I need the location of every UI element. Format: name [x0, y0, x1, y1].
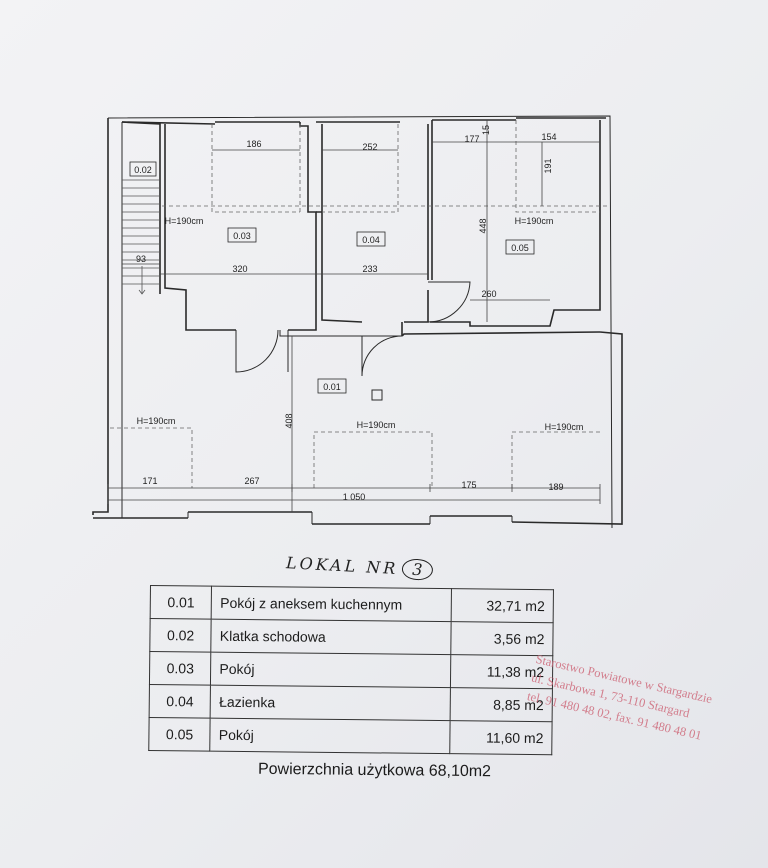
room-name: Pokój [210, 652, 451, 688]
room-name: Pokój [210, 718, 450, 754]
dim-93: 93 [136, 254, 146, 264]
dim-1050: 1 050 [343, 492, 366, 502]
dim-252: 252 [362, 142, 377, 152]
table-row: 0.03 Pokój 11,38 m2 [149, 651, 553, 689]
wall-004-left [316, 124, 363, 323]
room-number-003: 0.03 [233, 231, 251, 241]
room-tag-002 [129, 161, 157, 177]
wall-003-004 [288, 122, 317, 331]
room-number-001: 0.01 [323, 382, 341, 392]
window-joints [187, 512, 513, 524]
wall-left [92, 118, 109, 515]
wall-stair [121, 121, 161, 294]
dim-189: 189 [548, 482, 563, 492]
dim-408: 408 [284, 413, 294, 428]
dim-320: 320 [232, 264, 247, 274]
floor-plan: 186 252 177 15 154 191 448 93 320 233 26… [92, 115, 623, 529]
room-area: 11,60 m2 [449, 720, 553, 755]
room-name: Klatka schodowa [211, 619, 451, 655]
wall-004-005 [427, 120, 433, 280]
handwritten-circled-number: 3 [401, 558, 433, 581]
dim-171: 171 [142, 476, 157, 486]
wall-hall-right [401, 331, 601, 337]
height-label-003: H=190cm [165, 216, 204, 226]
room-name: Pokój z aneksem kuchennym [211, 586, 452, 622]
room-no: 0.05 [148, 717, 211, 752]
dim-15: 15 [481, 125, 491, 135]
dim-267: 267 [244, 476, 259, 486]
wall-room-005 [430, 120, 601, 327]
frame-line [107, 115, 613, 529]
area-table: 0.01 Pokój z aneksem kuchennym 32,71 m2 … [148, 585, 554, 755]
room-no: 0.03 [149, 651, 212, 686]
vent-square [371, 389, 383, 401]
dim-191: 191 [543, 158, 553, 173]
door-003 [235, 329, 279, 373]
room-no: 0.01 [150, 585, 212, 620]
dim-233: 233 [362, 264, 377, 274]
wall-004-bottom [404, 290, 429, 323]
room-no: 0.02 [149, 618, 212, 653]
room-area: 32,71 m2 [450, 588, 554, 623]
room-tag-001 [317, 378, 347, 394]
dim-154: 154 [541, 132, 556, 142]
room-number-004: 0.04 [362, 235, 380, 245]
dim-448: 448 [478, 218, 488, 233]
room-no: 0.04 [149, 684, 211, 719]
height-label-right: H=190cm [545, 422, 584, 432]
dim-175: 175 [461, 480, 476, 490]
room-tag-005 [505, 239, 535, 255]
door-004 [427, 281, 471, 323]
room-tag-003 [227, 227, 257, 243]
total-usable-area: Powierzchnia użytkowa 68,10m2 [257, 760, 492, 781]
dim-260: 260 [481, 289, 496, 299]
height-label-005: H=190cm [515, 216, 554, 226]
door-hall [361, 335, 403, 377]
room-tag-004 [356, 231, 386, 247]
table-row: 0.02 Klatka schodowa 3,56 m2 [149, 618, 554, 656]
wall-top [121, 117, 606, 125]
wall-hall [279, 330, 402, 337]
room-number-005: 0.05 [511, 243, 529, 253]
room-number-002: 0.02 [134, 165, 152, 175]
table-row: 0.04 Łazienka 8,85 m2 [149, 684, 553, 722]
height-label-left: H=190cm [137, 416, 176, 426]
dim-177: 177 [464, 134, 479, 144]
table-row: 0.05 Pokój 11,60 m2 [148, 717, 553, 755]
wall-room-003 [164, 124, 236, 331]
dim-186: 186 [246, 139, 261, 149]
height-label-center: H=190cm [357, 420, 396, 430]
table-row: 0.01 Pokój z aneksem kuchennym 32,71 m2 [150, 585, 554, 623]
room-name: Łazienka [210, 685, 450, 721]
wall-bottom [93, 331, 623, 525]
